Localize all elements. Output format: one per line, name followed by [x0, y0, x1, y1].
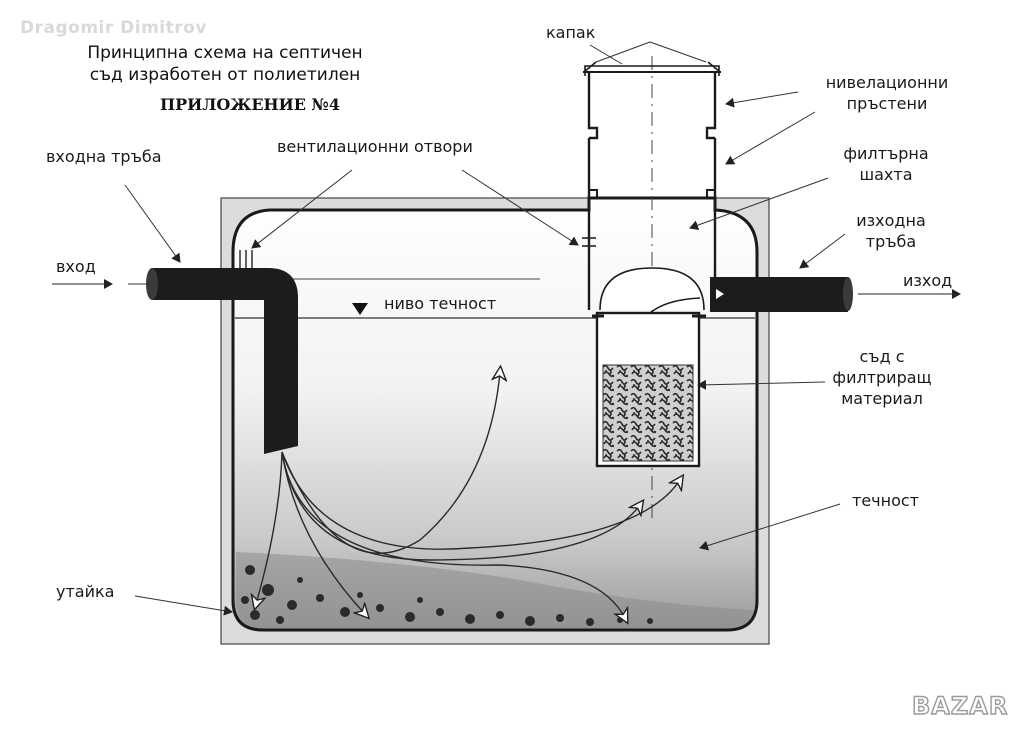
appendix-label: ПРИЛОЖЕНИЕ №4 — [160, 95, 341, 114]
flow-arrows — [256, 372, 680, 618]
outlet-pipe-label: изходна тръба — [856, 211, 926, 251]
author-watermark: Dragomir Dimitrov — [20, 18, 207, 38]
title-line-2: съд изработен от полиетилен — [89, 65, 361, 85]
vents-label: вентилационни отвори — [277, 137, 473, 156]
liquid-level-marker — [352, 303, 368, 315]
leader-lines — [124, 41, 846, 616]
filter-material — [602, 364, 694, 462]
filter-shaft-label: филтърна шахта — [843, 144, 929, 184]
outlet-pipe-opening — [843, 277, 853, 311]
leveling-rings-label: нивелационни пръстени — [825, 73, 949, 113]
outlet-valve-mark — [716, 289, 724, 299]
inlet-pipe-opening — [146, 268, 158, 300]
outlet-label: изход — [903, 271, 953, 290]
lid-label: капак — [546, 23, 596, 42]
inlet-label: вход — [56, 257, 96, 276]
liquid-label: течност — [852, 491, 919, 510]
liquid-level-label: ниво течност — [384, 294, 497, 313]
shaft-vent — [582, 237, 596, 247]
bazar-logo: BAZAR — [911, 691, 1009, 720]
filter-dome — [599, 267, 705, 311]
diagram-title: Принципна схема на септичен съд изработе… — [55, 42, 395, 86]
sludge-label: утайка — [56, 582, 115, 601]
outlet-pipe — [710, 277, 848, 312]
inlet-pipe-label: входна тръба — [46, 147, 162, 166]
filter-container-label: съд с филтриращ материал — [832, 347, 932, 408]
lid — [583, 61, 721, 76]
inlet-vent — [239, 250, 253, 268]
inlet-pipe — [152, 268, 298, 454]
title-line-1: Принципна схема на септичен — [87, 43, 363, 63]
